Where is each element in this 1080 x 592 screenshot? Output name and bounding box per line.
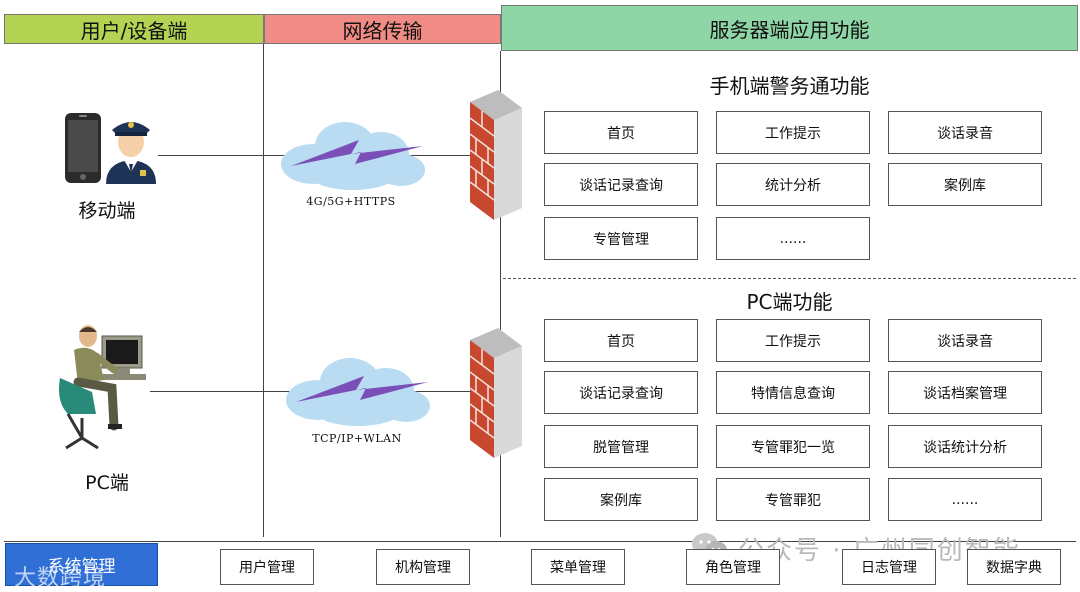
mobile-item-talk-record-query: 谈话记录查询 [544,163,698,206]
cloud-icon [281,122,425,190]
pc-item-intel-query: 特情信息查询 [716,371,870,414]
mobile-section-title: 手机端警务通功能 [709,74,870,98]
system-item-log-management: 日志管理 [842,549,936,585]
pc-item-special-criminal: 专管罪犯 [716,478,870,521]
pc-item-case-library: 案例库 [544,478,698,521]
phone-icon [65,113,101,183]
column-divider-left [263,44,264,537]
cloud-icon [286,358,430,426]
firewall-icon [469,90,522,220]
pc-item-special-criminal-list: 专管罪犯一览 [716,425,870,468]
mobile-item-special-management: 专管管理 [544,217,698,260]
mobile-protocol-label: 4G/5G+HTTPS [306,195,396,208]
pc-item-work-tips: 工作提示 [716,319,870,362]
system-item-role-management: 角色管理 [686,549,780,585]
system-item-org-management: 机构管理 [376,549,470,585]
header-user-device: 用户/设备端 [4,14,264,44]
police-officer-icon [106,122,156,184]
header-network: 网络传输 [264,14,501,44]
column-divider-right [500,51,501,537]
mobile-item-case-library: 案例库 [888,163,1042,206]
pc-user-icon [59,325,146,450]
section-divider [503,278,1076,279]
mobile-item-more: ...... [716,217,870,260]
mobile-label: 移动端 [78,200,136,222]
system-item-data-dictionary: 数据字典 [967,549,1061,585]
header-server: 服务器端应用功能 [501,5,1078,51]
pc-item-escape-management: 脱管管理 [544,425,698,468]
mobile-item-home: 首页 [544,111,698,154]
system-item-user-management: 用户管理 [220,549,314,585]
pc-section-title: PC端功能 [746,290,833,314]
pc-item-home: 首页 [544,319,698,362]
pc-item-talk-record-query: 谈话记录查询 [544,371,698,414]
pc-item-talk-statistics: 谈话统计分析 [888,425,1042,468]
mobile-item-talk-recording: 谈话录音 [888,111,1042,154]
system-bar-line [4,541,1076,542]
system-item-menu-management: 菜单管理 [531,549,625,585]
pc-label: PC端 [85,472,129,494]
mobile-item-statistics: 统计分析 [716,163,870,206]
pc-protocol-label: TCP/IP+WLAN [312,432,402,445]
mobile-item-work-tips: 工作提示 [716,111,870,154]
pc-item-talk-archive: 谈话档案管理 [888,371,1042,414]
pc-item-more: ...... [888,478,1042,521]
watermark-left: 大数跨境 [14,566,107,591]
firewall-icon [469,328,522,458]
system-management-title: 系统管理 [5,543,158,586]
pc-item-talk-recording: 谈话录音 [888,319,1042,362]
